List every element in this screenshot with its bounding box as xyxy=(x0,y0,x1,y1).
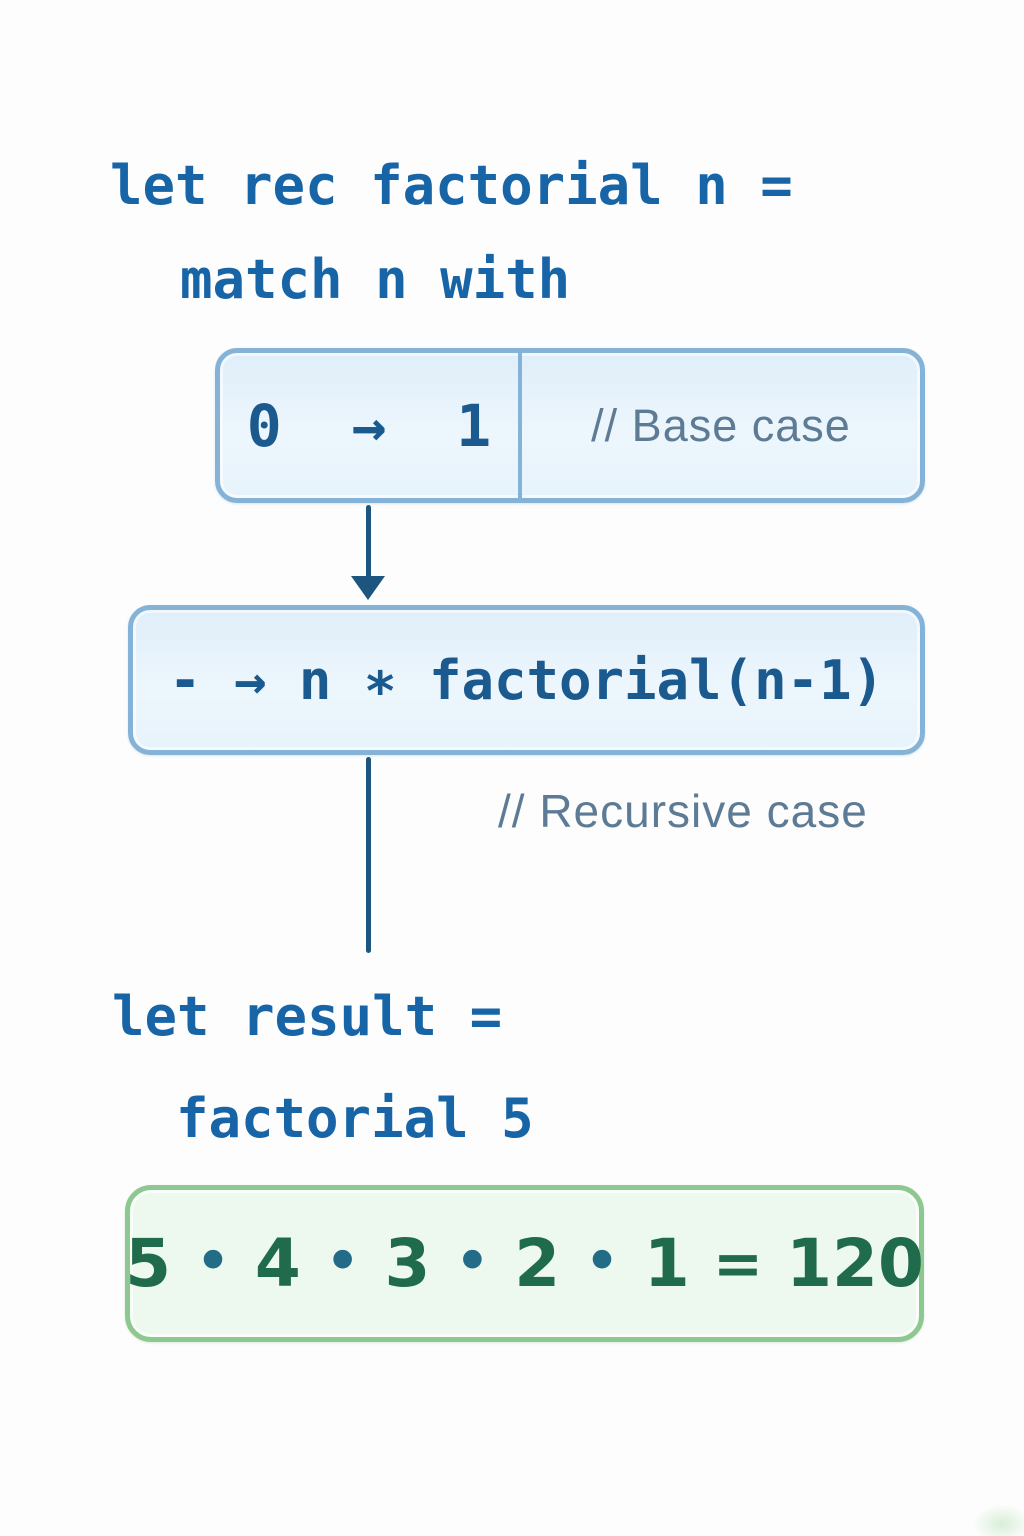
code-line-let-result: let result = xyxy=(112,985,503,1048)
result-token-dot: • xyxy=(194,1224,232,1299)
down-arrow-icon xyxy=(351,576,385,600)
result-token-number: 2 xyxy=(514,1224,561,1302)
code-line-match-n-with: match n with xyxy=(180,248,571,311)
result-box: 5 • 4 • 3 • 2 • 1 = 120 xyxy=(125,1185,924,1342)
base-case-box: 0 → 1 // Base case xyxy=(215,348,925,503)
result-token-operator: = xyxy=(712,1228,764,1299)
flow-line-to-result xyxy=(366,757,371,953)
corner-artifact xyxy=(972,1504,1024,1536)
result-token-number: 120 xyxy=(786,1224,924,1302)
base-case-comment: // Base case xyxy=(591,399,851,451)
result-expression: 5 • 4 • 3 • 2 • 1 = 120 xyxy=(125,1224,924,1302)
recursive-case-box: - → n ∗ factorial(n-1) xyxy=(128,605,925,755)
result-token-number: 1 xyxy=(643,1224,690,1302)
recursive-case-pattern: - → n ∗ factorial(n-1) xyxy=(168,648,885,712)
result-token-dot: • xyxy=(323,1224,362,1299)
code-line-let-rec-factorial: let rec factorial n = xyxy=(110,154,793,217)
result-token-number: 4 xyxy=(254,1224,301,1302)
result-token-dot: • xyxy=(453,1224,492,1299)
result-token-dot: • xyxy=(583,1224,621,1299)
flow-connector-line xyxy=(366,505,371,581)
recursive-case-comment: // Recursive case xyxy=(498,785,868,837)
base-case-pattern: 0 → 1 xyxy=(220,353,522,498)
code-line-factorial-5: factorial 5 xyxy=(176,1087,534,1150)
result-token-number: 5 xyxy=(125,1224,172,1302)
result-token-number: 3 xyxy=(384,1224,431,1302)
